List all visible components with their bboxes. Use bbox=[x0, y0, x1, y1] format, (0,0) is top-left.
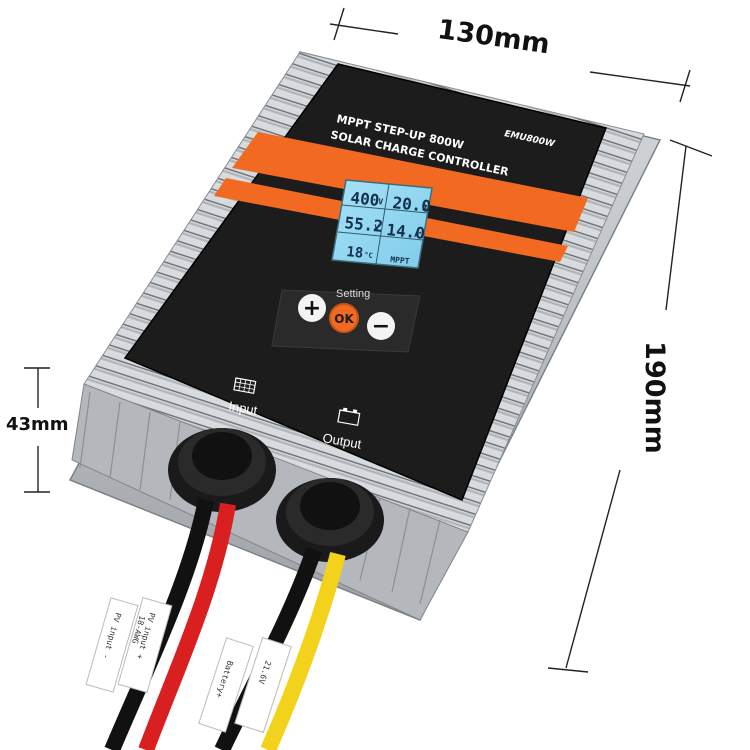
lcd-battery-voltage: 55.2 bbox=[344, 213, 384, 236]
minus-button-label: − bbox=[372, 314, 390, 339]
lcd-grid bbox=[337, 183, 429, 265]
ok-button[interactable]: OK bbox=[329, 303, 359, 333]
depth-dimension-label: 43mm bbox=[6, 414, 69, 435]
battery-icon bbox=[337, 407, 361, 426]
lcd-pv-current-unit: A bbox=[422, 203, 428, 212]
output-cable-gland bbox=[276, 478, 384, 562]
lcd-battery-voltage-unit: V bbox=[374, 223, 380, 232]
ok-button-label: OK bbox=[334, 312, 354, 326]
lcd-pv-voltage: 400 bbox=[350, 188, 381, 210]
lcd-temperature: 18 bbox=[346, 244, 364, 262]
battery-cables bbox=[198, 547, 346, 750]
lcd-pv-current: 20.0 bbox=[392, 193, 432, 216]
solar-panel-icon bbox=[233, 377, 257, 394]
input-cable-gland bbox=[168, 428, 276, 512]
input-label: Input bbox=[227, 398, 258, 418]
setting-label: Setting bbox=[336, 288, 370, 300]
height-dimension-label: 190mm bbox=[638, 341, 670, 454]
plus-button[interactable]: + bbox=[298, 294, 326, 322]
minus-button[interactable]: − bbox=[367, 312, 395, 340]
lcd-output-current-unit: A bbox=[414, 230, 420, 239]
plus-button-label: + bbox=[303, 296, 321, 321]
orange-stripe-top bbox=[232, 132, 588, 232]
output-label: Output bbox=[321, 430, 362, 452]
lcd-mode: MPPT bbox=[390, 255, 410, 266]
dimension-lines bbox=[24, 7, 713, 673]
lcd-temperature-unit: °C bbox=[364, 251, 373, 260]
lcd-pv-voltage-unit: V bbox=[378, 197, 384, 206]
lcd-output-current: 14.0 bbox=[386, 220, 426, 243]
pv-cables bbox=[85, 498, 236, 750]
